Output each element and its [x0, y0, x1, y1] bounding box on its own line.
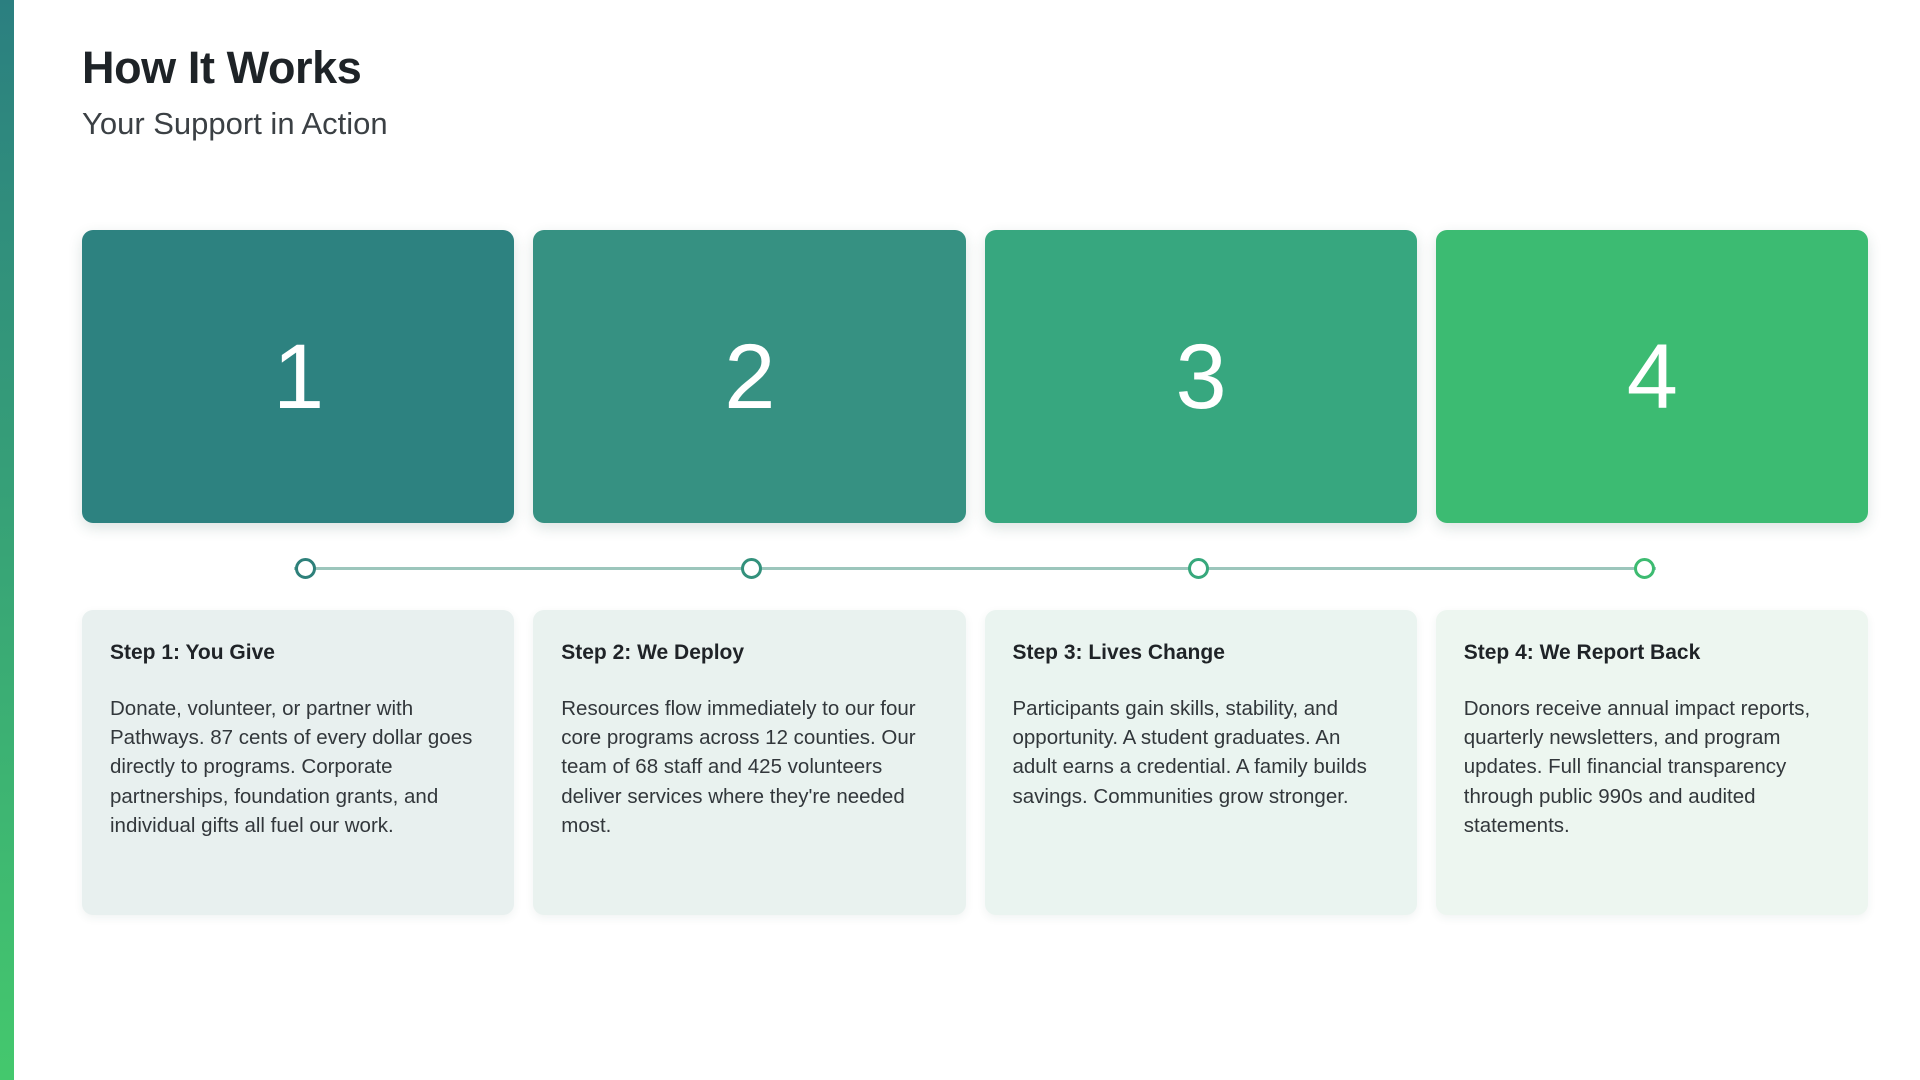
step-description-card-4[interactable]: Step 4: We Report Back Donors receive an…	[1435, 610, 1868, 915]
timeline-cell-4	[1422, 548, 1869, 588]
step-description-body-2: Resources flow immediately to our four c…	[561, 697, 916, 837]
step-description-title-4: Step 4: We Report Back	[1463, 641, 1701, 664]
timeline-dot-group	[82, 548, 1868, 588]
step-card-2[interactable]: 2	[533, 230, 966, 523]
timeline-connector-line	[294, 567, 1656, 570]
step-card-3[interactable]: 3	[984, 230, 1417, 523]
step-description-title-3: Step 3: Lives Change	[1012, 641, 1225, 664]
timeline-cell-3	[975, 548, 1422, 588]
timeline-dot-3[interactable]	[1187, 557, 1209, 579]
left-accent-bar	[0, 0, 14, 1080]
timeline-dot-1[interactable]	[294, 557, 316, 579]
step-description-card-3[interactable]: Step 3: Lives Change Participants gain s…	[984, 610, 1417, 915]
step-description-body-1: Donate, volunteer, or partner with Pathw…	[110, 697, 473, 837]
step-description-body-3: Participants gain skills, stability, and…	[1012, 697, 1367, 808]
step-description-title-1: Step 1: You Give	[110, 641, 275, 664]
slide-header: How It Works Your Support in Action	[82, 42, 1582, 142]
step-number-3: 3	[1175, 325, 1227, 428]
step-description-card-1[interactable]: Step 1: You Give Donate, volunteer, or p…	[82, 610, 515, 915]
timeline-dot-2[interactable]	[741, 557, 763, 579]
step-description-cards-row: Step 1: You Give Donate, volunteer, or p…	[82, 610, 1868, 915]
step-card-1[interactable]: 1	[82, 230, 515, 523]
step-card-4[interactable]: 4	[1435, 230, 1868, 523]
step-timeline	[82, 548, 1868, 588]
step-description-card-2[interactable]: Step 2: We Deploy Resources flow immedia…	[533, 610, 966, 915]
step-number-2: 2	[724, 325, 775, 428]
page-subtitle: Your Support in Action	[82, 106, 388, 142]
page-title: How It Works	[82, 42, 362, 93]
timeline-cell-2	[529, 548, 976, 588]
step-number-1: 1	[273, 325, 324, 428]
step-description-body-4: Donors receive annual impact reports, qu…	[1463, 697, 1811, 837]
step-number-cards-row: 1 2 3 4	[82, 230, 1868, 523]
step-description-title-2: Step 2: We Deploy	[561, 641, 745, 664]
step-number-4: 4	[1626, 325, 1678, 428]
timeline-dot-4[interactable]	[1634, 557, 1656, 579]
timeline-cell-1	[82, 548, 529, 588]
